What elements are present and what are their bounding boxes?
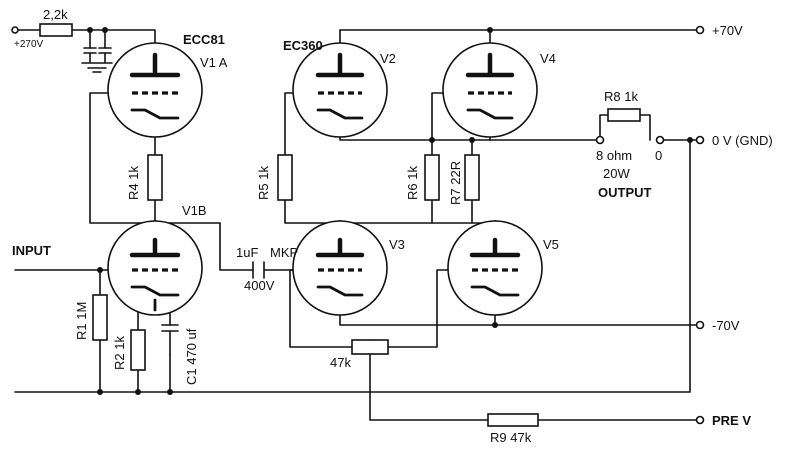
label-pot: 47k (330, 355, 351, 370)
label-v2: V2 (380, 51, 396, 66)
label-r-top: 2,2k (43, 7, 68, 22)
label-zero-v: 0 V (GND) (712, 133, 773, 148)
label-r9: R9 47k (490, 430, 532, 445)
resistor-r2 (130, 329, 146, 371)
label-r7: R7 22R (448, 161, 463, 205)
resistor-r8 (607, 108, 641, 122)
label-plus70: +70V (712, 23, 743, 38)
label-spk-zero: 0 (655, 148, 662, 163)
label-ecc81: ECC81 (183, 32, 225, 47)
coupling-capacitor (252, 261, 265, 279)
label-r5: R5 1k (256, 166, 271, 200)
capacitors (161, 261, 265, 356)
label-v4: V4 (540, 51, 556, 66)
tube-v1a (107, 42, 203, 138)
label-v1b: V1B (182, 203, 207, 218)
resistors (39, 23, 641, 427)
label-v3: V3 (389, 237, 405, 252)
label-spk-w: 20W (603, 166, 630, 181)
label-spk-ohm: 8 ohm (596, 148, 632, 163)
tube-v1b (107, 220, 203, 316)
resistor-2k2 (39, 23, 73, 37)
label-cap-uf: 1uF (236, 245, 258, 260)
potentiometer-47k (351, 339, 389, 355)
label-supply-270: +270V (14, 39, 44, 50)
label-r2: R2 1k (112, 336, 127, 370)
capacitor-c1 (161, 324, 179, 356)
resistor-r9 (487, 413, 539, 427)
label-cap-mkp: MKP (270, 245, 298, 260)
tube-v3 (292, 220, 388, 316)
resistor-r5 (277, 154, 293, 201)
label-r1: R1 1M (74, 302, 89, 340)
label-pre-v: PRE V (712, 413, 751, 428)
output-terminals (11, 25, 705, 425)
tube-v2 (292, 42, 388, 138)
label-cap-v: 400V (244, 278, 275, 293)
label-v5: V5 (543, 237, 559, 252)
resistor-r7 (464, 154, 480, 201)
tube-v4 (442, 42, 538, 138)
label-input: INPUT (12, 243, 51, 258)
tube-v5 (447, 220, 543, 316)
label-ec360: EC360 (283, 38, 323, 53)
label-c1: C1 470 uf (184, 328, 199, 385)
label-output: OUTPUT (598, 185, 652, 200)
label-minus70: -70V (712, 318, 740, 333)
label-r4: R4 1k (126, 166, 141, 200)
label-r6: R6 1k (405, 166, 420, 200)
resistor-r4 (147, 154, 163, 201)
resistor-r1 (92, 294, 108, 341)
resistor-r6 (424, 154, 440, 201)
label-r8: R8 1k (604, 89, 638, 104)
label-v1a: V1 A (200, 55, 228, 70)
